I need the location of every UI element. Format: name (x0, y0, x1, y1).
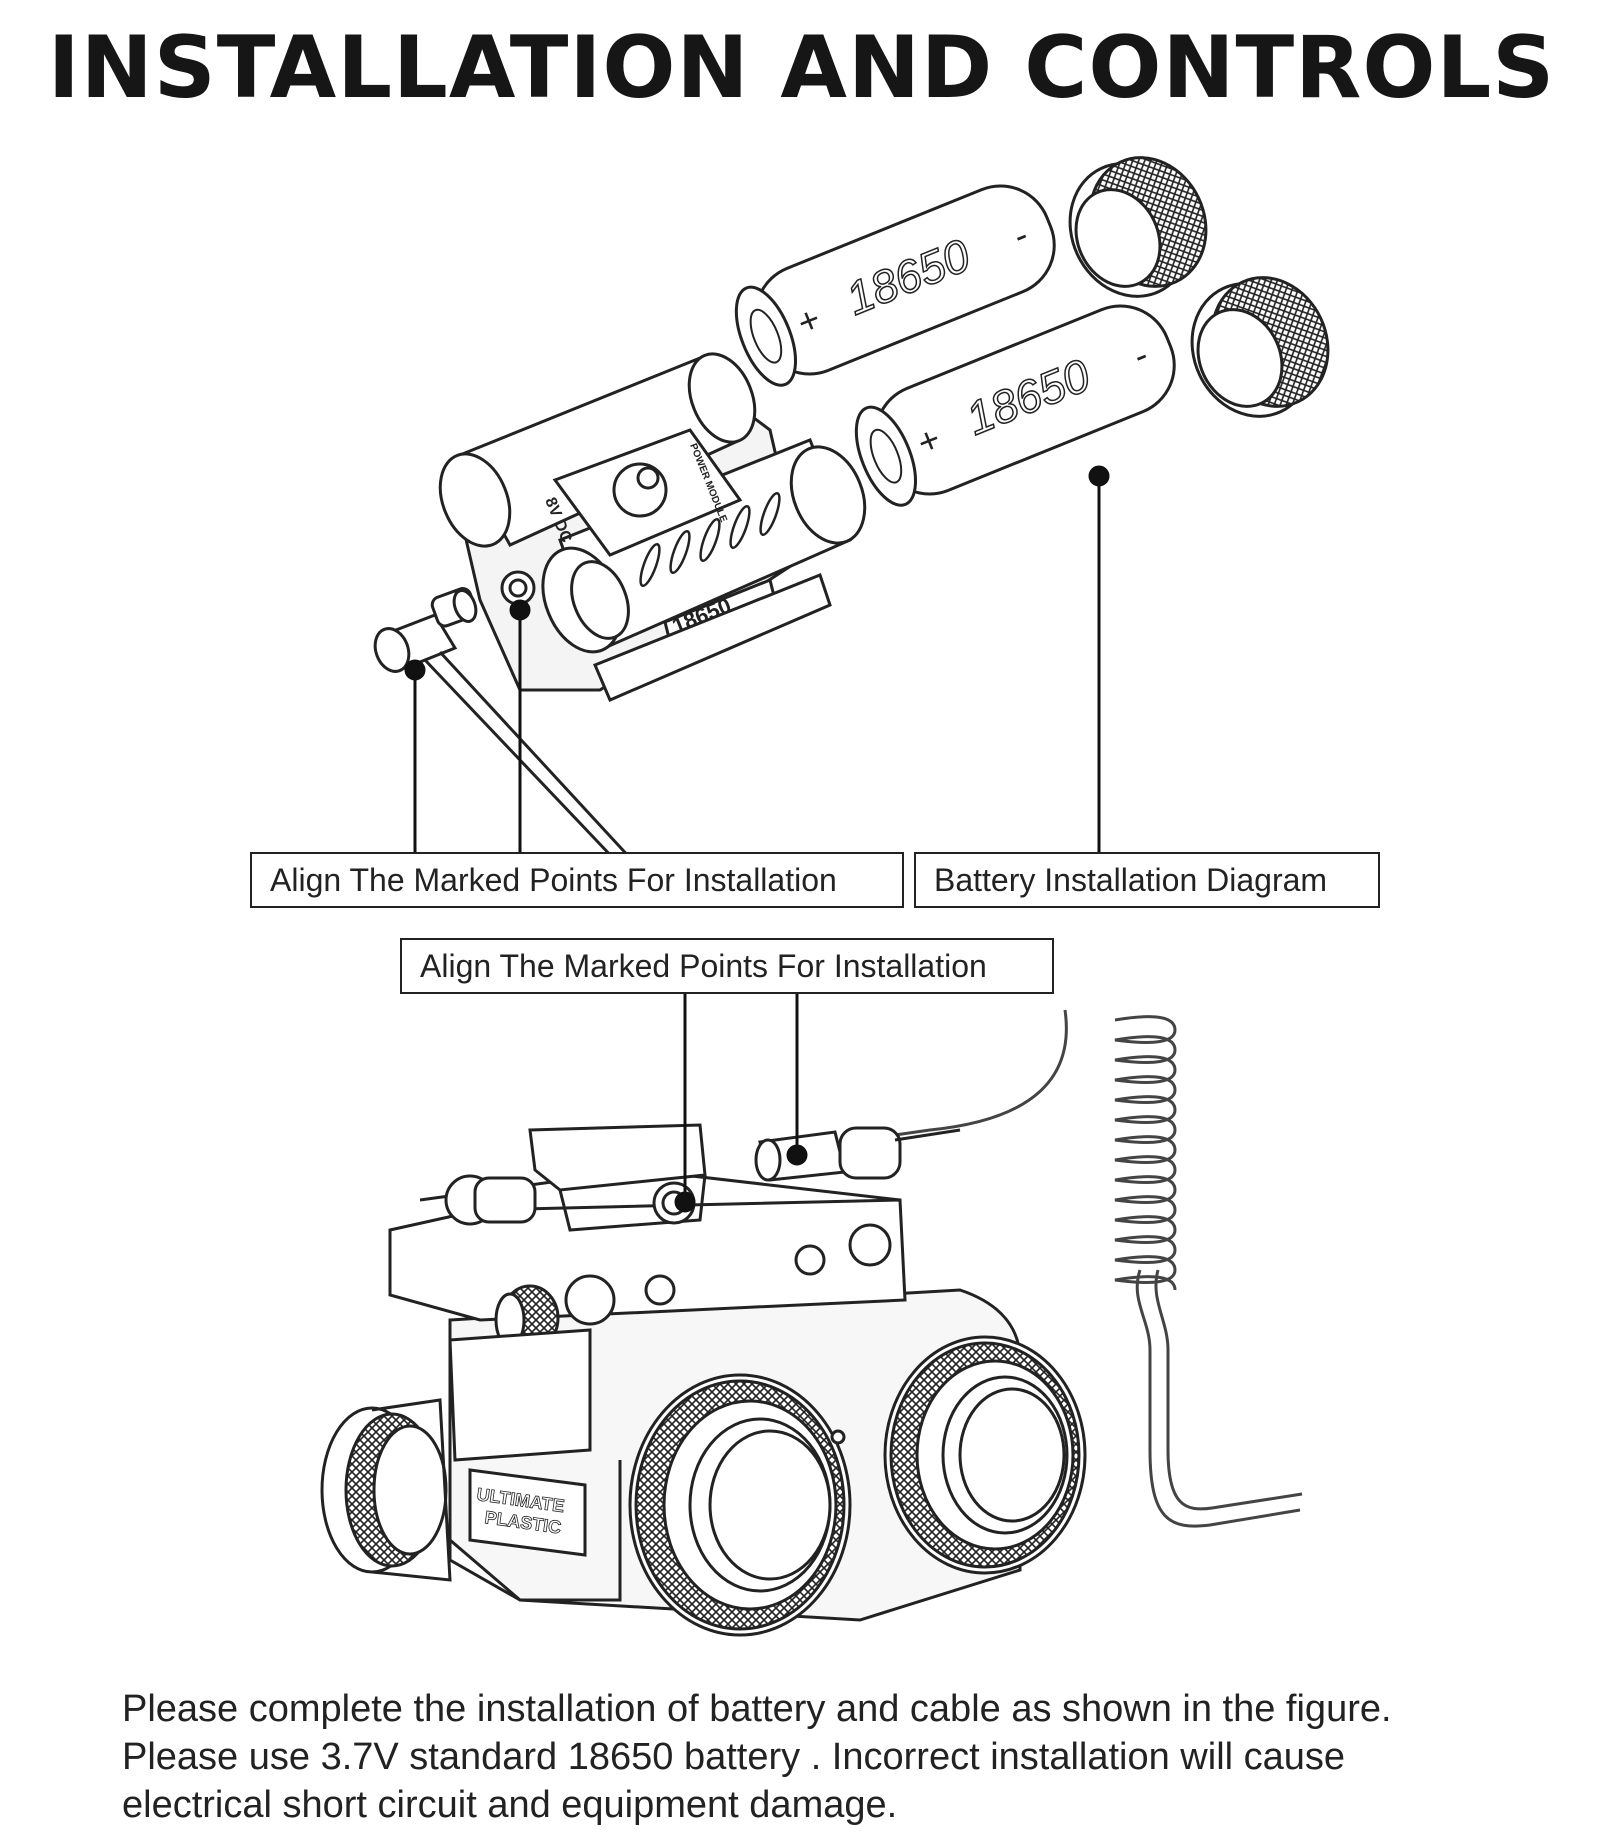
battery-upper: + 18650 - (734, 184, 1056, 387)
coiled-cable (894, 1009, 1303, 1528)
page-title: INSTALLATION AND CONTROLS (47, 18, 1556, 118)
leader-lines-bottom (674, 990, 808, 1213)
callout-align-marked-points-bottom: Align The Marked Points For Installation (400, 938, 1054, 994)
night-vision-device: ULTIMATE PLASTIC (320, 1123, 1087, 1637)
installation-note: Please complete the installation of batt… (122, 1688, 1392, 1826)
end-cap-lower (1190, 276, 1330, 418)
leader-lines-top (404, 465, 1110, 852)
battery-lower: + 18650 - (854, 304, 1176, 507)
battery-box: 18650 8V DC POWER MODULE (438, 352, 867, 702)
cable-plug (373, 587, 634, 862)
callout-battery-installation: Battery Installation Diagram (914, 852, 1380, 908)
end-cap-upper (1068, 156, 1208, 298)
callout-align-marked-points-top: Align The Marked Points For Installation (250, 852, 904, 908)
